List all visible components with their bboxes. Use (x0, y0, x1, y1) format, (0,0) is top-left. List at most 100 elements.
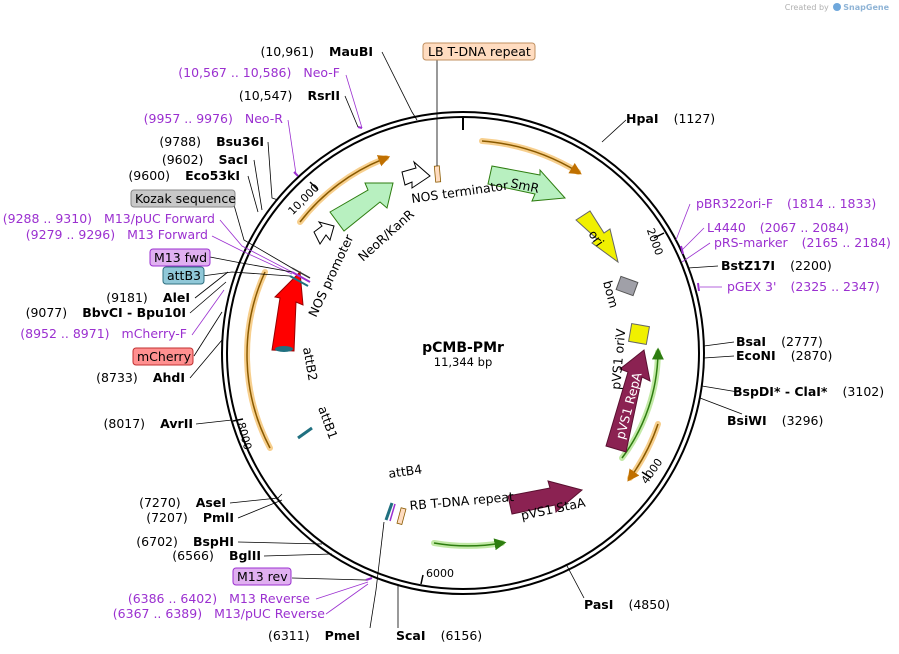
site-pmei-name: PmeI (325, 628, 360, 643)
leader-avrii (195, 419, 233, 425)
site-ahdi-pos: (8733) (96, 370, 138, 385)
site-pmli[interactable]: (7207) PmlI (146, 507, 234, 526)
feature-arc-repa (627, 423, 659, 482)
primer-pbr322ori-f-range: (1814 .. 1833) (787, 196, 876, 211)
leader-pasi (565, 563, 585, 599)
box-attb3-label: attB3 (167, 268, 201, 283)
ori-arrow (575, 210, 619, 264)
plasmid-size: 11,344 bp (434, 355, 493, 369)
site-rsrii-pos: (10,547) (239, 88, 293, 103)
site-alei[interactable]: (9181) AleI (106, 287, 190, 306)
box-m13-fwd[interactable]: M13 fwd (149, 248, 211, 267)
primer-m13-forward-range: (9279 .. 9296) (26, 227, 115, 242)
site-pmei[interactable]: (6311) PmeI (268, 625, 360, 644)
site-maubi-pos: (10,961) (260, 44, 314, 59)
site-bsai-pos: (2777) (781, 334, 823, 349)
site-bsu36i[interactable]: (9788) Bsu36I (159, 131, 264, 150)
primer-m13-reverse[interactable]: (6386 .. 6402) M13 Reverse (128, 591, 310, 606)
leader-m13puc-fwd (219, 219, 293, 273)
site-alei-name: AleI (163, 290, 190, 305)
site-bbvci-name: BbvCI - Bpu10I (82, 305, 186, 320)
leader-kozak (231, 197, 293, 269)
site-pasi[interactable]: PasI (4850) (584, 594, 670, 613)
site-hpai-pos: (1127) (674, 111, 716, 126)
primer-l4440[interactable]: L4440 (2067 .. 2084) (707, 220, 849, 235)
box-kozak-sequence[interactable]: Kozak sequence (130, 189, 236, 208)
primer-m13puc-reverse[interactable]: (6367 .. 6389) M13/pUC Reverse (113, 606, 326, 621)
site-saci[interactable]: (9602) SacI (162, 149, 248, 168)
feature-arc-staa (433, 538, 507, 551)
site-bstz17i[interactable]: BstZ17I (2200) (721, 255, 832, 274)
attb2-mark (275, 346, 293, 352)
primer-m13puc-forward-name: M13/pUC Forward (104, 211, 215, 226)
plasmid-name: pCMB-PMr (422, 340, 504, 356)
repa-arrow (605, 349, 651, 453)
tick-label-6000: 6000 (426, 567, 454, 580)
site-eco53ki[interactable]: (9600) Eco53kI (128, 165, 240, 184)
site-bglii[interactable]: (6566) BglII (172, 545, 261, 564)
site-bsphi[interactable]: (6702) BspHI (136, 531, 234, 550)
smr-arrow (487, 165, 567, 202)
attb4-mark (384, 502, 394, 521)
site-alei-pos: (9181) (106, 290, 148, 305)
credit-prefix: Created by (784, 3, 829, 12)
leader-alei (194, 271, 229, 299)
primer-m13-reverse-range: (6386 .. 6402) (128, 591, 217, 606)
leader-hpai (601, 119, 627, 143)
tick-mark-2000 (653, 232, 665, 239)
site-pmli-pos: (7207) (146, 510, 188, 525)
site-scai[interactable]: ScaI (6156) (396, 625, 482, 644)
site-bbvci[interactable]: (9077) BbvCI - Bpu10I (26, 302, 186, 321)
site-pmli-name: PmlI (203, 510, 234, 525)
site-eco53ki-name: Eco53kI (185, 168, 240, 183)
primer-pbr322ori-f[interactable]: pBR322ori-F (1814 .. 1833) (696, 196, 876, 211)
leader-asei (229, 493, 283, 504)
leader-mcherry-f (191, 289, 225, 336)
oriv-box (627, 322, 651, 346)
neor-arrow (329, 182, 394, 232)
site-bsiwi[interactable]: BsiWI (3296) (727, 410, 823, 429)
primer-neo-r-name: Neo-R (245, 111, 283, 126)
site-econi[interactable]: EcoNI (2870) (736, 345, 832, 364)
leader-rsrii (344, 95, 359, 128)
site-rsrii[interactable]: (10,547) RsrII (239, 85, 340, 104)
site-bsu36i-pos: (9788) (159, 134, 201, 149)
primer-neo-r[interactable]: (9957 .. 9976) Neo-R (144, 111, 284, 126)
feature-arc-smr (481, 140, 582, 175)
site-bsu36i-name: Bsu36I (216, 134, 264, 149)
site-bspdi[interactable]: BspDI* - ClaI* (3102) (733, 381, 884, 400)
feature-arc-mcherry (246, 271, 271, 449)
site-bsai-name: BsaI (736, 334, 766, 349)
leader-ahdi (189, 339, 223, 379)
primer-m13puc-reverse-range: (6367 .. 6389) (113, 606, 202, 621)
site-bsai[interactable]: BsaI (2777) (736, 331, 823, 350)
primer-m13puc-forward[interactable]: (9288 .. 9310) M13/pUC Forward (3, 211, 215, 226)
label-pvs1-oriv: pVS1 oriV (608, 328, 628, 391)
site-asei[interactable]: (7270) AseI (139, 492, 226, 511)
primer-neo-f[interactable]: (10,567 .. 10,586) Neo-F (178, 65, 340, 80)
primer-m13-forward-name: M13 Forward (127, 227, 208, 242)
leader-neo-r (287, 119, 297, 175)
site-bsiwi-name: BsiWI (727, 413, 767, 428)
box-m13-rev-label: M13 rev (237, 569, 288, 584)
primer-pgex-3[interactable]: pGEX 3' (2325 .. 2347) (727, 279, 880, 294)
leader-pbr322 (675, 203, 691, 241)
primer-mcherry-f[interactable]: (8952 .. 8971) mCherry-F (20, 326, 187, 341)
box-m13-rev[interactable]: M13 rev (232, 567, 292, 586)
leader-bglii (263, 553, 333, 557)
rb-repeat-mark (396, 507, 407, 525)
feature-arc-neor (299, 155, 391, 223)
site-maubi[interactable]: (10,961) MauBI (260, 41, 373, 60)
box-attb3[interactable]: attB3 (162, 266, 205, 285)
site-ahdi-name: AhdI (153, 370, 185, 385)
box-mcherry[interactable]: mCherry (132, 347, 194, 366)
site-ahdi[interactable]: (8733) AhdI (96, 367, 185, 386)
site-bbvci-pos: (9077) (26, 305, 68, 320)
primer-m13-forward[interactable]: (9279 .. 9296) M13 Forward (26, 227, 208, 242)
site-avrii[interactable]: (8017) AvrII (103, 413, 193, 432)
site-bsiwi-pos: (3296) (782, 413, 824, 428)
primer-prs-marker[interactable]: pRS-marker (2165 .. 2184) (714, 235, 891, 250)
site-hpai[interactable]: HpaI (1127) (626, 108, 715, 127)
box-lb-t-dna-repeat[interactable]: LB T-DNA repeat (422, 42, 536, 61)
snapgene-logo-icon (833, 3, 842, 11)
